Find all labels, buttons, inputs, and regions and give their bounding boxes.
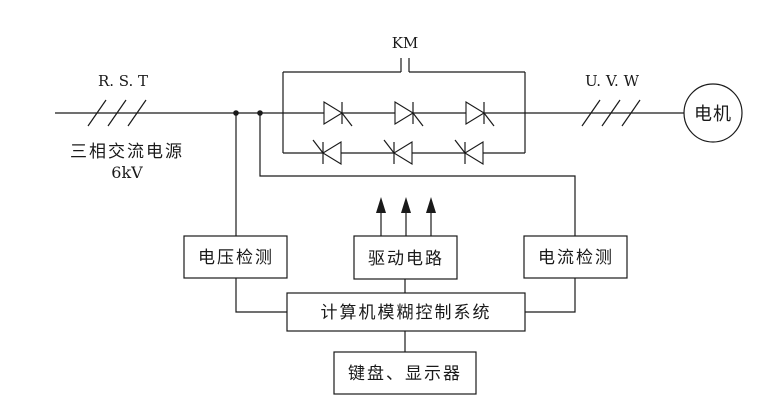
km-label: KM — [392, 34, 419, 52]
voltage-to-controller-wire — [235, 278, 287, 313]
voltage-detect-box — [183, 235, 288, 279]
voltage-detect-label: 电压检测 — [198, 248, 274, 268]
current-detect-box — [523, 235, 628, 279]
gate-signal-arrows — [376, 197, 436, 236]
thyristor-upper-2 — [394, 101, 424, 127]
drive-circuit-box — [353, 235, 458, 280]
km-bypass-contactor — [282, 58, 526, 153]
fuzzy-control-box — [286, 292, 526, 332]
keyboard-display-box — [333, 351, 477, 395]
keyboard-display-label: 键盘、显示器 — [348, 364, 462, 384]
thyristor-lower-2 — [383, 139, 413, 165]
rst-label: R. S. T — [98, 72, 148, 90]
current-detect-label: 电流检测 — [538, 248, 614, 268]
uvw-label: U. V. W — [585, 72, 640, 90]
source-label-line2: 6kV — [111, 163, 143, 182]
rst-phase-marks — [87, 99, 147, 127]
thyristor-lower-1 — [312, 139, 342, 165]
current-sense-wire — [259, 113, 576, 236]
thyristor-upper-3 — [465, 101, 495, 127]
thyristor-lower-3 — [454, 139, 484, 165]
source-label-line1: 三相交流电源 — [70, 142, 184, 162]
motor-label: 电机 — [694, 104, 732, 125]
motor-circle — [683, 83, 743, 143]
uvw-phase-marks — [581, 99, 641, 127]
fuzzy-control-label: 计算机模糊控制系统 — [321, 303, 492, 323]
current-to-controller-wire — [525, 278, 576, 313]
thyristor-upper-1 — [323, 101, 353, 127]
drive-circuit-label: 驱动电路 — [368, 249, 444, 269]
